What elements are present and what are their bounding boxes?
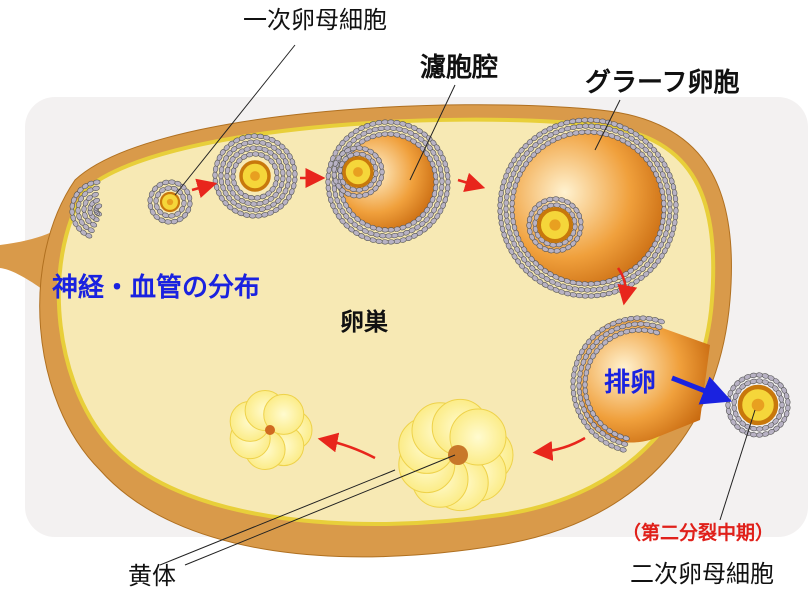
leader-lines [159,44,756,566]
label-ovary: 卵巣 [340,308,388,336]
label-nerves-vessels: 神経・血管の分布 [52,273,261,303]
label-metaphase-ii: （第二分裂中期） [622,522,775,544]
corpus-albicans [229,390,313,470]
label-secondary-oocyte: 二次卵母細胞 [630,560,774,588]
ovulated-oocyte [725,372,791,438]
label-corpus-luteum: 黄体 [128,562,176,590]
primordial-follicles [69,179,103,239]
graafian-follicle [497,117,679,299]
primary-follicle [147,179,193,225]
antral-follicle [325,119,451,245]
ovulation-arrow [671,375,732,405]
label-primary-oocyte: 一次卵母細胞 [243,6,387,34]
label-antrum: 濾胞腔 [420,53,499,83]
label-graafian-follicle: グラーフ卵胞 [585,68,740,98]
ruptured-follicle [570,315,710,453]
label-ovulation: 排卵 [604,368,657,398]
stage-arrows [191,168,638,461]
corpus-luteum [398,398,514,512]
secondary-follicle [212,133,298,219]
